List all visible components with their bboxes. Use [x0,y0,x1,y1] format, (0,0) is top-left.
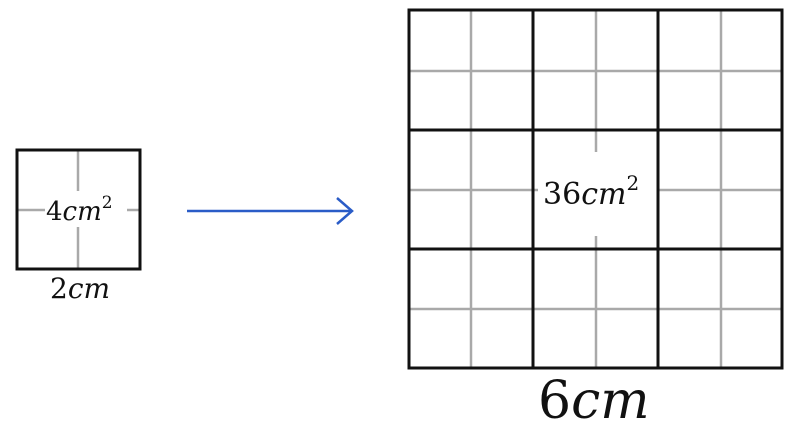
large-side-label: 6cm [538,371,650,431]
small-side-number: 2 [50,272,68,305]
small-area-label: 4cm2 [46,193,113,227]
small-area-label-backdrop [45,191,127,227]
small-area-exponent: 2 [102,193,113,213]
large-area-label: 36cm2 [543,171,639,212]
large-square: 36cm2 6cm [407,8,784,431]
small-area-unit: cm [63,197,102,227]
large-area-label-backdrop [538,152,658,236]
large-area-number: 36 [543,177,581,212]
scale-arrow [187,197,354,225]
small-side-label: 2cm [50,272,110,305]
large-side-number: 6 [538,371,571,431]
small-side-unit: cm [68,272,110,305]
arrow-head [336,197,354,225]
small-area-number: 4 [46,197,63,227]
large-area-exponent: 2 [626,171,639,195]
large-square-outline [407,8,784,370]
large-side-unit: cm [571,371,649,431]
small-square-outline [15,148,142,271]
large-area-unit: cm [581,177,626,212]
small-square: 4cm2 2cm [15,148,142,305]
